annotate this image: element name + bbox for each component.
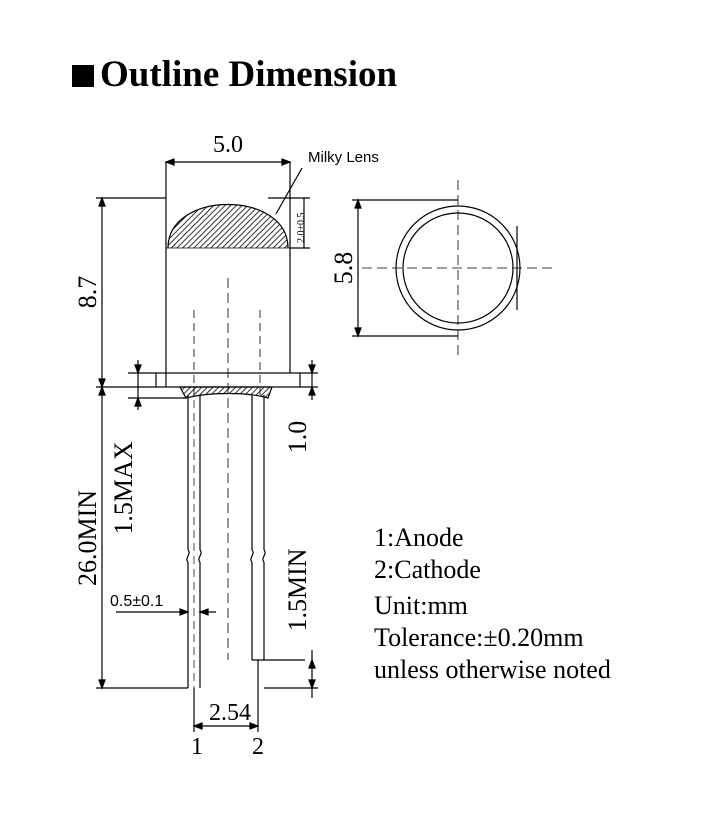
title-row: Outline Dimension [72,52,397,96]
dim-flange-thickness [300,360,318,400]
page-title: Outline Dimension [100,53,398,95]
dim-lead-length-text: 26.0MIN [73,490,102,586]
dim-lens-tip [268,197,310,249]
lead-1 [186,395,202,700]
led-top-view [362,180,556,360]
lens-leader [275,167,303,215]
dim-lead-pitch-text: 2.54 [209,700,251,726]
note-unit: Unit:mm [374,591,468,620]
pin-1-label: 1 [191,734,203,760]
dim-lead-pitch [192,660,260,732]
note-unless-noted: unless otherwise noted [374,655,611,684]
dim-lead-width [116,608,216,616]
dim-flange-max [128,360,186,410]
bullet-square-icon [72,65,94,87]
note-tolerance: Tolerance:±0.20mm [374,623,584,652]
led-body-side-view [155,198,301,660]
lead-2 [250,395,305,661]
dim-lead-length [96,385,188,690]
dim-lens-width-text: 5.0 [213,132,243,158]
dim-overall-height-text: 8.7 [73,276,102,309]
dim-flange-thickness-text: 1.0 [283,421,312,454]
dim-lead-gap-text: 1.5MIN [283,548,312,631]
dim-lens-tip-text: 2.0±0.5 [296,213,307,244]
dim-overall-height [96,196,166,389]
dim-flange-diameter-text: 5.8 [329,252,358,285]
dim-lead-gap [264,650,318,698]
dim-lens-width [164,158,292,198]
lens-label: Milky Lens [308,149,379,166]
dim-flange-diameter [352,198,458,338]
dim-lead-width-text: 0.5±0.1 [110,593,163,610]
pin-2-label: 2 [252,734,264,760]
note-anode: 1:Anode [374,523,464,552]
note-cathode: 2:Cathode [374,555,481,584]
dim-flange-max-text: 1.5MAX [109,441,138,534]
